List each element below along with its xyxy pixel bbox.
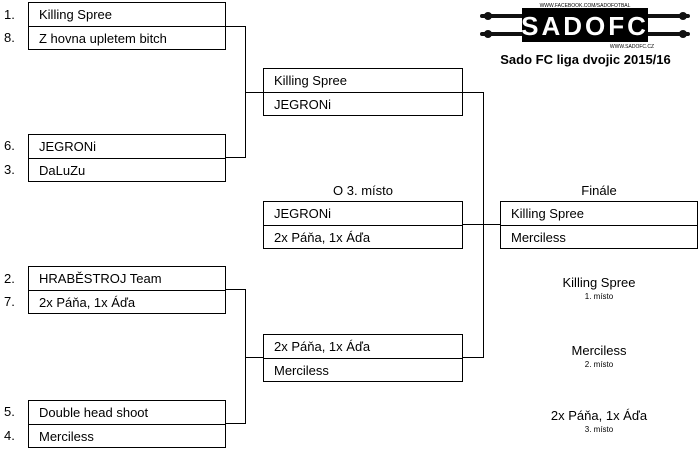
quarterfinal-match-3: HRABĚSTROJ Team 2x Páňa, 1x Áďa: [28, 266, 226, 314]
final-match: Killing Spree Merciless: [500, 201, 698, 249]
logo-url-top: WWW.FACEBOOK.COM/SADOFOTBAL: [540, 3, 631, 9]
team-slot: Merciless: [264, 358, 462, 381]
connector-line: [462, 224, 500, 225]
sadofc-logo: SADOFC WWW.FACEBOOK.COM/SADOFOTBAL WWW.S…: [478, 2, 693, 52]
final-heading: Finále: [581, 183, 617, 198]
connector-line: [225, 157, 245, 158]
seed-number: 1.: [4, 7, 15, 22]
connector-line: [245, 357, 263, 358]
semifinal-match-2: 2x Páňa, 1x Áďa Merciless: [263, 334, 463, 382]
connector-line: [225, 26, 245, 27]
quarterfinal-match-4: Double head shoot Merciless: [28, 400, 226, 448]
connector-line: [225, 289, 245, 290]
team-slot: 2x Páňa, 1x Áďa: [274, 339, 371, 354]
quarterfinal-match-2: JEGRONi DaLuZu: [28, 134, 226, 182]
connector-line: [225, 423, 245, 424]
team-slot: HRABĚSTROJ Team: [39, 271, 162, 286]
third-place-team: 2x Páňa, 1x Áďa: [550, 408, 648, 423]
seed-number: 2.: [4, 271, 15, 286]
team-slot: 2x Páňa, 1x Áďa: [29, 290, 225, 313]
seed-number: 3.: [4, 162, 15, 177]
team-slot: Killing Spree: [274, 73, 347, 88]
third-place-label: 3. místo: [584, 425, 614, 434]
third-place-heading: O 3. místo: [333, 183, 393, 198]
second-place-label: 2. místo: [584, 360, 614, 369]
connector-line: [462, 92, 483, 93]
logo-sticks-icon: [480, 12, 690, 38]
seed-number: 4.: [4, 428, 15, 443]
third-place-match: JEGRONi 2x Páňa, 1x Áďa: [263, 201, 463, 249]
team-slot: Killing Spree: [39, 7, 112, 22]
seed-number: 8.: [4, 30, 15, 45]
team-slot: Merciless: [501, 225, 697, 248]
semifinal-match-1: Killing Spree JEGRONi: [263, 68, 463, 116]
team-slot: Double head shoot: [39, 405, 149, 420]
connector-line: [245, 92, 263, 93]
quarterfinal-match-1: Killing Spree Z hovna upletem bitch: [28, 2, 226, 50]
seed-number: 7.: [4, 294, 15, 309]
connector-line: [245, 289, 246, 424]
team-slot: Z hovna upletem bitch: [29, 26, 225, 49]
team-slot: DaLuZu: [29, 158, 225, 181]
team-slot: JEGRONi: [264, 92, 462, 115]
team-slot: Merciless: [29, 424, 225, 447]
second-place-team: Merciless: [571, 343, 627, 358]
connector-line: [483, 92, 484, 358]
first-place-team: Killing Spree: [562, 275, 636, 290]
first-place-label: 1. místo: [584, 292, 614, 301]
team-slot: JEGRONi: [39, 139, 97, 154]
league-title: Sado FC liga dvojic 2015/16: [500, 52, 671, 67]
seed-number: 5.: [4, 404, 15, 419]
sadofc-logo-graphic: SADOFC WWW.FACEBOOK.COM/SADOFOTBAL WWW.S…: [480, 3, 690, 50]
logo-wordmark: SADOFC: [521, 11, 649, 41]
team-slot: Killing Spree: [511, 206, 584, 221]
logo-url-bottom: WWW.SADOFC.CZ: [610, 44, 654, 50]
team-slot: JEGRONi: [274, 206, 332, 221]
connector-line: [462, 357, 483, 358]
seed-number: 6.: [4, 138, 15, 153]
team-slot: 2x Páňa, 1x Áďa: [264, 225, 462, 248]
